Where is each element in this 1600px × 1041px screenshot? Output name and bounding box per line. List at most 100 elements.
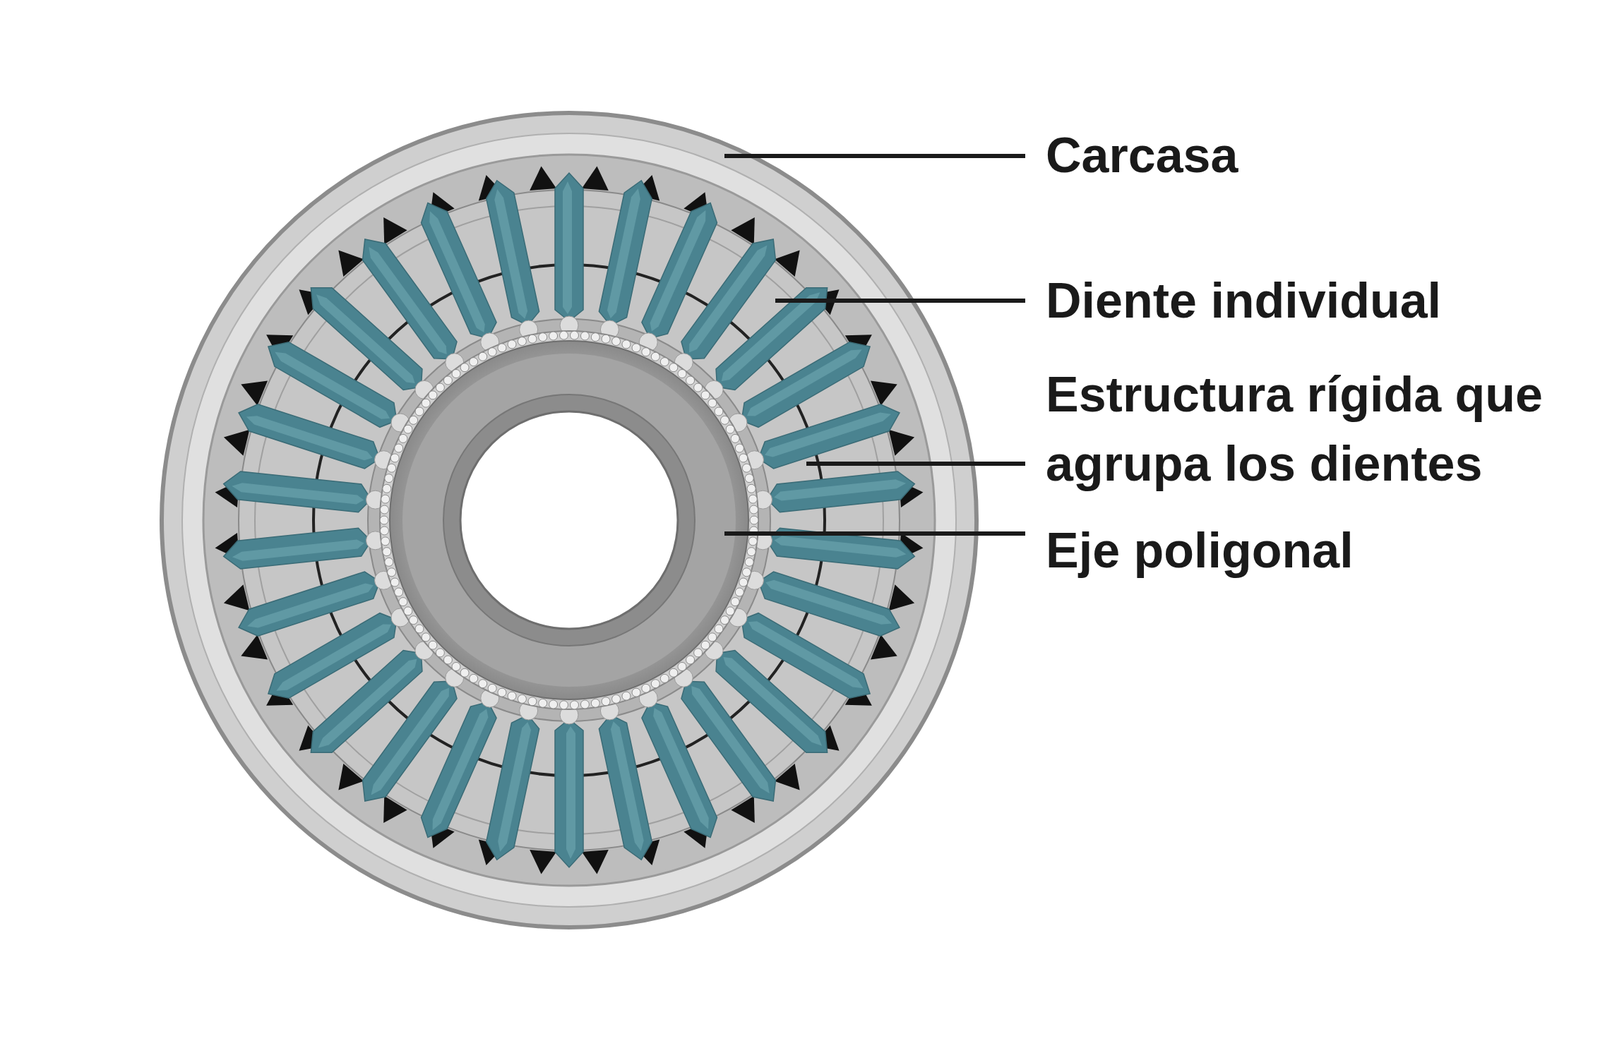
- bearing-ball: [748, 494, 757, 504]
- bearing-ball: [443, 376, 452, 385]
- tooth-highlight: [650, 706, 713, 832]
- bearing-ball: [384, 557, 394, 567]
- bearing-ball: [590, 699, 600, 708]
- bearing-ball: [421, 633, 431, 642]
- bearing-ball: [622, 691, 631, 701]
- tooth-highlight: [763, 578, 894, 628]
- bearing-ball: [390, 454, 399, 463]
- bearing-ball: [669, 363, 678, 373]
- bearing-ball: [415, 407, 424, 416]
- individual-tooth: [482, 177, 542, 330]
- bearing-ball: [677, 662, 687, 671]
- tooth-body: [482, 177, 542, 330]
- bearing-ball: [651, 352, 660, 361]
- bearing-ball: [538, 333, 548, 342]
- shaft-face: [402, 353, 736, 688]
- bearing-ball: [487, 348, 497, 357]
- bearing-ball: [394, 444, 404, 453]
- bearing-ball: [725, 607, 735, 616]
- bearing-ball: [460, 668, 469, 678]
- bearing-ball: [669, 668, 678, 678]
- bearing-ball: [507, 691, 517, 701]
- bearing-ball: [744, 474, 754, 483]
- bearing-ball: [580, 331, 589, 341]
- shaft-bore: [460, 411, 678, 630]
- individual-tooth: [415, 196, 502, 344]
- bearing-ball: [720, 415, 729, 425]
- part-label: Eje poligonal: [1045, 516, 1590, 586]
- tooth-body: [765, 470, 916, 515]
- bearing-ball: [387, 568, 397, 577]
- tooth-highlight: [365, 244, 451, 358]
- bearing-ball: [744, 557, 754, 567]
- leader-line: [724, 531, 1026, 536]
- casing-tooth: [581, 850, 611, 876]
- bearing-ball: [549, 331, 558, 341]
- tooth-highlight: [773, 535, 907, 560]
- bearing-ball: [398, 598, 408, 607]
- bearing-ball: [469, 674, 479, 683]
- bearing-ball: [390, 578, 399, 587]
- bearing-ball: [379, 526, 389, 536]
- bearing-ball: [381, 537, 390, 546]
- tooth-highlight: [647, 208, 710, 334]
- individual-tooth: [754, 399, 904, 473]
- casing-tooth: [220, 424, 250, 457]
- casing-tooth: [220, 584, 250, 617]
- individual-tooth: [765, 470, 916, 515]
- individual-tooth: [596, 712, 656, 864]
- tooth-body: [222, 527, 373, 572]
- bearing-ball: [580, 700, 589, 709]
- tooth-body: [554, 172, 584, 322]
- bearing-ball: [651, 679, 660, 689]
- bearing-ball: [487, 684, 497, 693]
- bearing-ball: [686, 655, 695, 665]
- bearing-ball: [686, 376, 695, 385]
- tooth-highlight: [609, 720, 647, 853]
- tooth-body: [482, 712, 542, 864]
- individual-tooth: [222, 470, 373, 515]
- bearing-ball: [612, 694, 621, 704]
- bearing-ball: [538, 699, 548, 708]
- individual-tooth: [482, 712, 542, 864]
- bearing-ball: [421, 398, 431, 408]
- bearing-ball: [403, 607, 413, 616]
- tooth-body: [554, 719, 584, 868]
- casing-tooth: [528, 165, 557, 191]
- tooth-body: [754, 399, 904, 473]
- tooth-highlight: [744, 345, 864, 420]
- tooth-body: [234, 568, 385, 642]
- gear-illustration: [161, 112, 977, 928]
- individual-tooth: [222, 527, 373, 572]
- individual-tooth: [554, 172, 584, 322]
- bearing-ball: [469, 357, 479, 367]
- individual-tooth: [596, 177, 656, 330]
- bearing-ball: [379, 516, 389, 525]
- bearing-ball: [428, 391, 438, 400]
- tooth-body: [415, 196, 502, 344]
- tooth-highlight: [566, 726, 576, 860]
- tooth-highlight: [231, 539, 365, 563]
- part-label: Estructura rígida que agrupa los dientes: [1045, 360, 1590, 499]
- bearing-ball: [382, 547, 392, 557]
- tooth-body: [636, 696, 724, 844]
- bearing-ball: [735, 588, 744, 597]
- shaft-bore-edge: [443, 394, 695, 647]
- tooth-highlight: [231, 482, 365, 506]
- bearing-ball: [517, 337, 527, 346]
- tooth-highlight: [245, 413, 375, 463]
- bearing-ball: [725, 425, 735, 434]
- individual-tooth: [554, 719, 584, 868]
- tooth-highlight: [763, 409, 893, 459]
- bearing-ball: [497, 688, 507, 697]
- bearing-ball: [641, 348, 651, 357]
- bearing-ball: [677, 369, 687, 379]
- casing-band: [182, 133, 957, 908]
- bearing-ball: [569, 331, 579, 340]
- bearing-ball: [409, 616, 419, 625]
- bearing-ball: [382, 484, 392, 493]
- tooth-highlight: [605, 187, 643, 320]
- structure-inner: [367, 319, 771, 722]
